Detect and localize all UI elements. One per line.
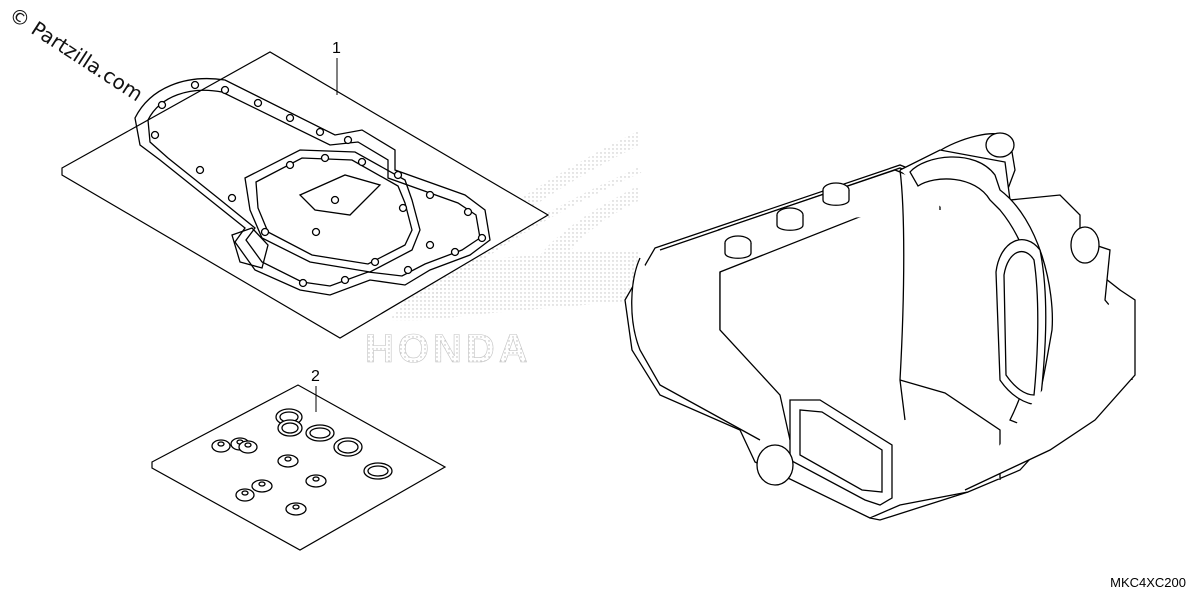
callout-1[interactable]: 1 <box>332 40 341 57</box>
engine-illustration <box>624 132 1136 521</box>
o-ring-set <box>275 408 393 480</box>
callout-leaders <box>315 58 338 412</box>
honda-logo-text: HONDA <box>365 327 532 371</box>
gasket-kit-b-sheet <box>151 384 447 551</box>
sealing-washer-set <box>211 437 327 516</box>
engine-gasket-large <box>134 78 491 296</box>
diagram-code: MKC4XC200 <box>1110 575 1186 590</box>
honda-wing-logo <box>390 130 642 321</box>
gasket-kit-a-sheet <box>61 51 550 339</box>
callout-2[interactable]: 2 <box>311 368 320 385</box>
